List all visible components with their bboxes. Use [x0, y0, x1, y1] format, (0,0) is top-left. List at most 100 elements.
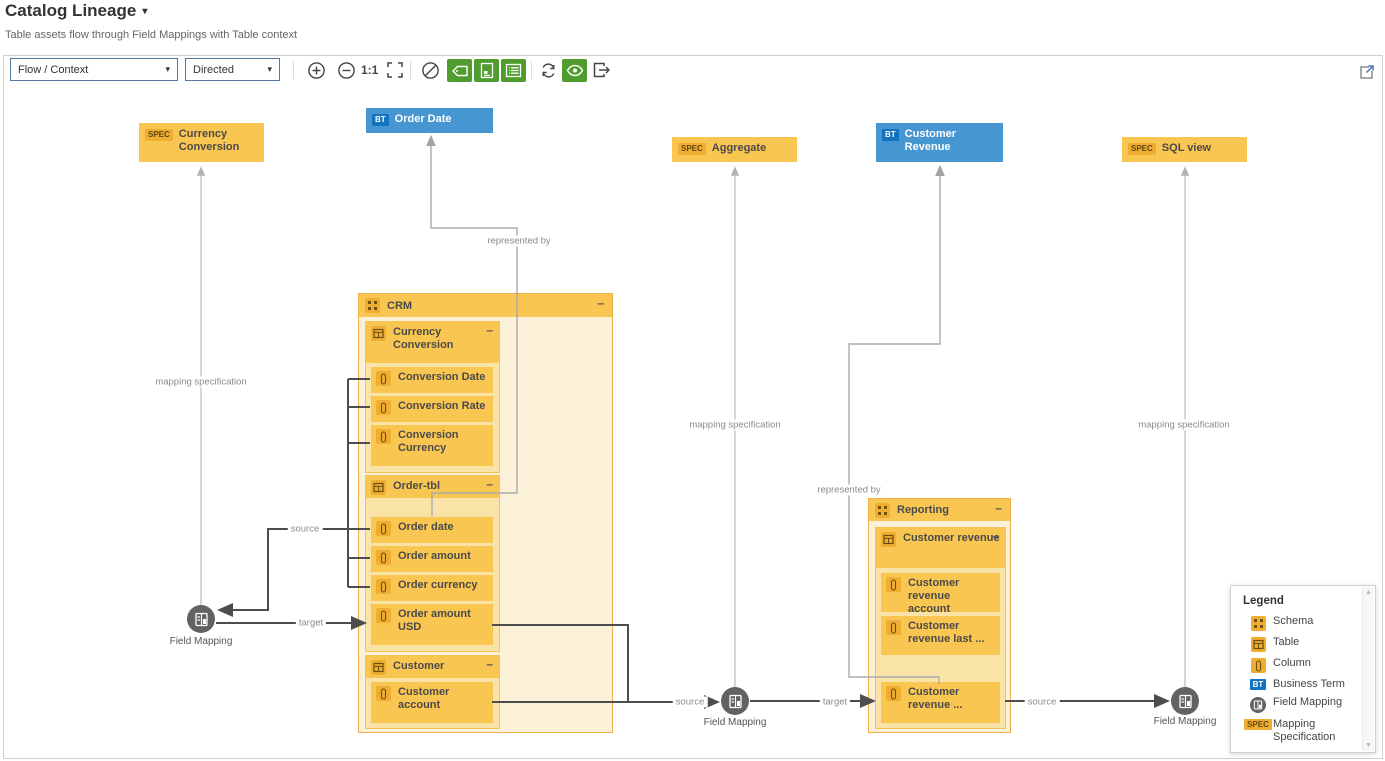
page-title: Catalog Lineage ▾: [5, 1, 147, 21]
node-sql-view-spec[interactable]: SPEC SQL view: [1122, 137, 1247, 162]
report-button[interactable]: [474, 59, 499, 82]
list-button[interactable]: [501, 59, 526, 82]
table-label: Order-tbl: [393, 480, 441, 492]
column-order-amount-usd[interactable]: Order amount USD: [371, 604, 493, 645]
legend-item-column: Column: [1243, 657, 1361, 673]
no-overlap-button[interactable]: [419, 59, 441, 81]
actual-size-button[interactable]: 1:1: [361, 63, 379, 77]
open-in-new-window-button[interactable]: [1356, 62, 1376, 82]
collapse-button[interactable]: –: [486, 323, 493, 337]
collapse-button[interactable]: –: [597, 296, 604, 310]
node-aggregate-spec[interactable]: SPEC Aggregate: [672, 137, 797, 162]
collapse-button[interactable]: –: [995, 501, 1002, 515]
edge-label-source: source: [672, 696, 708, 708]
legend-label: Column: [1273, 657, 1311, 669]
column-customer-revenue-account[interactable]: Customer revenue account: [881, 573, 1000, 615]
table-currency-conversion-header[interactable]: Currency Conversion –: [366, 322, 499, 363]
toolbar-divider: [531, 61, 532, 79]
scroll-up-icon[interactable]: ▲: [1365, 589, 1372, 596]
legend-label: Mapping Specification: [1273, 718, 1336, 744]
scroll-down-icon[interactable]: ▼: [1365, 742, 1372, 749]
group-reporting-header[interactable]: Reporting: [869, 499, 1010, 521]
legend-label: Field Mapping: [1273, 696, 1343, 709]
column-label: Conversion Date: [398, 371, 486, 383]
direction-select[interactable]: Directed ▾: [185, 58, 280, 81]
table-icon: [371, 326, 386, 341]
schema-icon: [365, 298, 380, 313]
column-customer-revenue-dots[interactable]: Customer revenue ...: [881, 682, 1000, 723]
table-label: Currency Conversion: [393, 326, 454, 352]
chevron-down-icon: ▾: [267, 64, 272, 74]
column-conversion-date[interactable]: Conversion Date: [371, 367, 493, 393]
column-label: Order currency: [398, 579, 478, 591]
legend-scrollbar[interactable]: ▲▼: [1362, 587, 1374, 751]
tag-button[interactable]: [447, 59, 472, 82]
column-order-date[interactable]: Order date: [371, 517, 493, 543]
spec-badge: SPEC: [678, 143, 706, 155]
schema-icon: [875, 502, 890, 518]
spec-badge: SPEC: [1128, 143, 1156, 155]
group-label: Reporting: [897, 504, 949, 516]
table-customer-revenue-header[interactable]: Customer revenue –: [876, 528, 1005, 568]
column-icon: [376, 550, 391, 565]
legend-item-business-term: BT Business Term: [1243, 678, 1361, 691]
node-customer-revenue-bt[interactable]: BT Customer Revenue: [876, 123, 1003, 162]
column-icon: [1243, 657, 1273, 673]
zoom-in-button[interactable]: [305, 59, 327, 81]
direction-value: Directed: [193, 63, 234, 76]
table-icon: [1243, 636, 1273, 652]
page-subtitle: Table assets flow through Field Mappings…: [5, 29, 298, 41]
view-mode-select[interactable]: Flow / Context ▾: [10, 58, 178, 81]
export-button[interactable]: [590, 59, 612, 81]
legend-item-table: Table: [1243, 636, 1361, 652]
legend-label: Business Term: [1273, 678, 1345, 690]
column-icon: [376, 686, 391, 701]
column-conversion-currency[interactable]: Conversion Currency: [371, 425, 493, 466]
collapse-button[interactable]: –: [486, 657, 493, 671]
group-crm-header[interactable]: CRM: [359, 294, 612, 317]
column-label: Order date: [398, 521, 454, 533]
page-title-text: Catalog Lineage: [5, 1, 137, 20]
toolbar-divider: [410, 61, 411, 79]
edge-label-mapping-specification: mapping specification: [1135, 419, 1233, 431]
collapse-button[interactable]: –: [486, 477, 493, 491]
group-crm[interactable]: CRM – Currency Conversion – Conversion D…: [358, 293, 613, 733]
table-order-tbl-header[interactable]: Order-tbl –: [366, 476, 499, 498]
column-conversion-rate[interactable]: Conversion Rate: [371, 396, 493, 422]
table-customer-header[interactable]: Customer –: [366, 656, 499, 678]
column-icon: [886, 686, 901, 701]
chevron-down-icon: ▾: [165, 64, 170, 74]
field-mapping-node-3[interactable]: [1171, 687, 1199, 715]
column-order-currency[interactable]: Order currency: [371, 575, 493, 601]
column-label: Customer revenue account: [908, 577, 960, 616]
node-order-date-bt[interactable]: BT Order Date: [366, 108, 493, 133]
edge-label-source: source: [1024, 696, 1060, 708]
column-customer-revenue-last[interactable]: Customer revenue last ...: [881, 616, 1000, 655]
mapping-specification-icon: SPEC: [1243, 718, 1273, 731]
table-icon: [371, 480, 386, 495]
fit-to-screen-button[interactable]: [384, 59, 406, 81]
column-icon: [376, 608, 391, 623]
refresh-button[interactable]: [537, 59, 559, 81]
edge-label-represented-by: represented by: [814, 484, 884, 496]
collapse-button[interactable]: –: [992, 529, 999, 543]
bt-badge: BT: [882, 129, 899, 141]
preview-eye-button[interactable]: [562, 59, 587, 82]
column-icon: [376, 429, 391, 444]
column-customer-account[interactable]: Customer account: [371, 682, 493, 723]
legend-item-field-mapping: Field Mapping: [1243, 696, 1361, 714]
field-mapping-node-1[interactable]: [187, 605, 215, 633]
column-order-amount[interactable]: Order amount: [371, 546, 493, 572]
group-reporting[interactable]: Reporting – Customer revenue – Customer …: [868, 498, 1011, 733]
legend-label: Schema: [1273, 615, 1314, 627]
column-label: Conversion Rate: [398, 400, 486, 412]
title-dropdown-caret[interactable]: ▾: [142, 6, 148, 17]
table-icon: [371, 660, 386, 675]
spec-badge: SPEC: [145, 129, 173, 141]
field-mapping-node-2[interactable]: [721, 687, 749, 715]
edge-source-fm1: [217, 528, 348, 617]
column-icon: [376, 371, 391, 386]
zoom-out-button[interactable]: [335, 59, 357, 81]
node-currency-conversion-spec[interactable]: SPEC Currency Conversion: [139, 123, 264, 162]
